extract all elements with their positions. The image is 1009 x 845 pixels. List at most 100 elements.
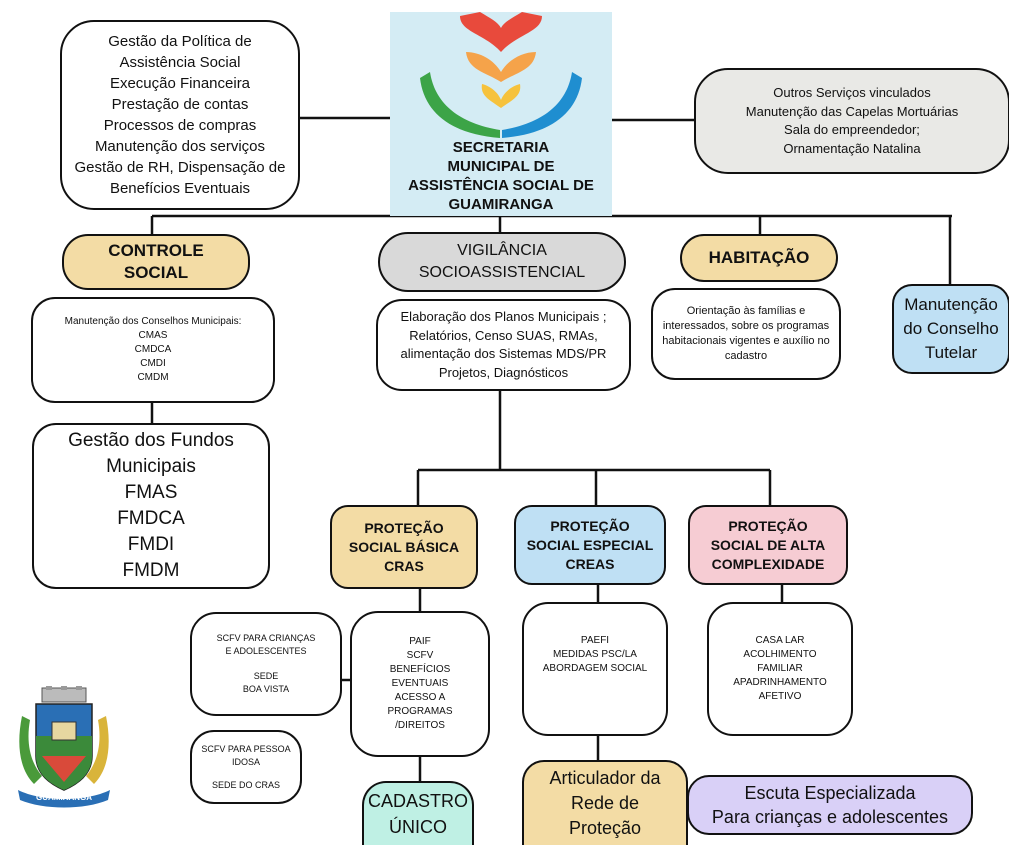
articulador-line: Proteção — [568, 818, 642, 838]
cadastro-line: ÚNICO — [388, 817, 447, 837]
vigilancia-line: Elaboração dos Planos Municipais ; — [400, 309, 607, 324]
title-line: CREAS — [565, 555, 615, 572]
conselhos-line: CMDI — [140, 358, 166, 369]
title-line: CONTROLE — [108, 241, 204, 260]
conselhos-line: CMAS — [138, 330, 168, 341]
admin-line: Prestação de contas — [111, 96, 249, 113]
habitacao-line: cadastro — [724, 350, 768, 362]
title-line: SOCIAL BÁSICA — [348, 538, 460, 555]
vigilancia-title: VIGILÂNCIA SOCIOASSISTENCIAL — [378, 232, 626, 292]
habitacao-line: interessados, sobre os programas — [662, 320, 830, 332]
psb-line: PAIF — [409, 636, 431, 647]
psb-line: /DIREITOS — [395, 720, 445, 731]
fundos-line: FMDCA — [117, 508, 185, 529]
scfv-line: SEDE — [253, 671, 279, 681]
vigilancia-box: Elaboração dos Planos Municipais ; Relat… — [376, 299, 631, 391]
vigilancia-line: Relatórios, Censo SUAS, RMAs, — [409, 327, 598, 343]
scfv-line: SEDE DO CRAS — [211, 779, 280, 790]
title-line: PROTEÇÃO — [364, 519, 444, 536]
articulador-box: Articulador da Rede de Proteção — [522, 760, 688, 845]
scfv-idosa-box: SCFV PARA PESSOA IDOSA SEDE DO CRAS — [190, 730, 302, 804]
alta-line: FAMILIAR — [757, 663, 803, 674]
admin-line: Gestão de RH, Dispensação de — [74, 159, 286, 176]
escuta-especializada-box: Escuta Especializada Para crianças e ado… — [687, 775, 973, 835]
alta-line: CASA LAR — [755, 635, 805, 646]
fundos-line: FMDI — [127, 534, 175, 555]
scfv-line: IDOSA — [231, 756, 260, 767]
protecao-especial-box: PAEFI MEDIDAS PSC/LA ABORDAGEM SOCIAL — [522, 602, 668, 736]
conselho-line: Tutelar — [924, 343, 978, 362]
admin-line: Execução Financeira — [109, 75, 251, 92]
scfv-line: E ADOLESCENTES — [225, 646, 307, 656]
title-line: SOCIOASSISTENCIAL — [418, 264, 586, 281]
escuta-line: Escuta Especializada — [744, 783, 916, 803]
cadastro-unico-box: CADASTRO ÚNICO — [362, 781, 474, 845]
protecao-basica-title: PROTEÇÃO SOCIAL BÁSICA CRAS — [330, 505, 478, 589]
protecao-basica-box: PAIF SCFV BENEFÍCIOS EVENTUAIS ACESSO A … — [350, 611, 490, 757]
title-line: SOCIAL DE ALTA — [710, 536, 826, 553]
other-services-line: Sala do empreendedor; — [784, 122, 920, 137]
alta-line: APADRINHAMENTO — [733, 677, 827, 688]
fundos-line: Gestão dos Fundos — [68, 430, 234, 451]
scfv-line: SCFV PARA CRIANÇAS — [216, 633, 316, 643]
admin-line: Processos de compras — [103, 117, 257, 134]
conselhos-line: CMDM — [137, 372, 169, 383]
alta-line: AFETIVO — [758, 691, 802, 702]
articulador-line: Rede de — [570, 793, 640, 813]
fundos-line: FMDM — [122, 560, 180, 581]
scfv-line: SCFV PARA PESSOA — [201, 743, 291, 754]
title-line: CRAS — [384, 557, 424, 574]
scfv-criancas-box: SCFV PARA CRIANÇAS E ADOLESCENTES SEDE B… — [190, 612, 342, 716]
crest-banner: GUAMIRANGA — [36, 793, 92, 802]
fundos-line: FMAS — [124, 482, 178, 503]
conselho-tutelar-box: Manutenção do Conselho Tutelar — [892, 284, 1009, 374]
admin-line: Manutenção dos serviços — [94, 138, 266, 155]
logo-line: MUNICIPAL DE — [447, 158, 555, 175]
psb-line: SCFV — [406, 650, 434, 661]
admin-line: Benefícios Eventuais — [109, 180, 251, 197]
controle-social-title: CONTROLE SOCIAL — [62, 234, 250, 290]
psb-line: EVENTUAIS — [391, 678, 449, 689]
habitacao-line: Orientação às famílias e — [686, 305, 806, 317]
title-line: PROTEÇÃO — [550, 517, 630, 534]
conselhos-box: Manutenção dos Conselhos Municipais: CMA… — [31, 297, 275, 403]
other-services-line: Outros Serviços vinculados — [773, 85, 931, 100]
title-line: SOCIAL — [123, 263, 189, 282]
admin-line: Gestão da Política de — [108, 33, 252, 50]
vigilancia-line: Projetos, Diagnósticos — [438, 364, 569, 380]
psb-line: BENEFÍCIOS — [389, 664, 451, 675]
pse-line: MEDIDAS PSC/LA — [553, 649, 637, 660]
conselhos-line: CMDCA — [134, 344, 172, 355]
logo-line: SECRETARIA — [452, 139, 550, 156]
alta-complexidade-title: PROTEÇÃO SOCIAL DE ALTA COMPLEXIDADE — [688, 505, 848, 585]
psb-line: ACESSO A — [394, 692, 446, 703]
pse-line: ABORDAGEM SOCIAL — [542, 663, 648, 674]
other-services-line: Manutenção das Capelas Mortuárias — [745, 103, 959, 119]
secretaria-logo: SECRETARIA MUNICIPAL DE ASSISTÊNCIA SOCI… — [390, 12, 612, 216]
psb-line: PROGRAMAS — [387, 706, 453, 717]
habitacao-line: habitacionais vigentes e auxílio no — [662, 335, 830, 347]
habitacao-box: Orientação às famílias e interessados, s… — [651, 288, 841, 380]
admin-line: Assistência Social — [119, 54, 241, 71]
admin-management-box: Gestão da Política de Assistência Social… — [60, 20, 300, 210]
alta-line: ACOLHIMENTO — [743, 649, 817, 660]
hands-heart-icon — [420, 12, 582, 138]
title-line: VIGILÂNCIA — [457, 242, 547, 259]
pse-line: PAEFI — [580, 635, 610, 646]
other-services-box: Outros Serviços vinculados Manutenção da… — [694, 68, 1009, 174]
municipal-crest-icon: GUAMIRANGA — [12, 684, 116, 810]
articulador-line: Articulador da — [549, 768, 661, 788]
scfv-line: BOA VISTA — [242, 684, 290, 694]
cadastro-line: CADASTRO — [367, 791, 468, 811]
conselhos-line: Manutenção dos Conselhos Municipais: — [64, 316, 242, 327]
escuta-line: Para crianças e adolescentes — [711, 807, 949, 827]
title-line: PROTEÇÃO — [728, 517, 808, 534]
alta-complexidade-box: CASA LAR ACOLHIMENTO FAMILIAR APADRINHAM… — [707, 602, 853, 736]
title-line: COMPLEXIDADE — [711, 555, 825, 572]
conselho-line: do Conselho — [903, 319, 999, 338]
conselho-line: Manutenção — [904, 295, 998, 314]
fundos-line: Municipais — [106, 456, 196, 477]
protecao-especial-title: PROTEÇÃO SOCIAL ESPECIAL CREAS — [514, 505, 666, 585]
logo-line: GUAMIRANGA — [448, 196, 554, 213]
vigilancia-line: alimentação dos Sistemas MDS/PR — [400, 346, 607, 361]
